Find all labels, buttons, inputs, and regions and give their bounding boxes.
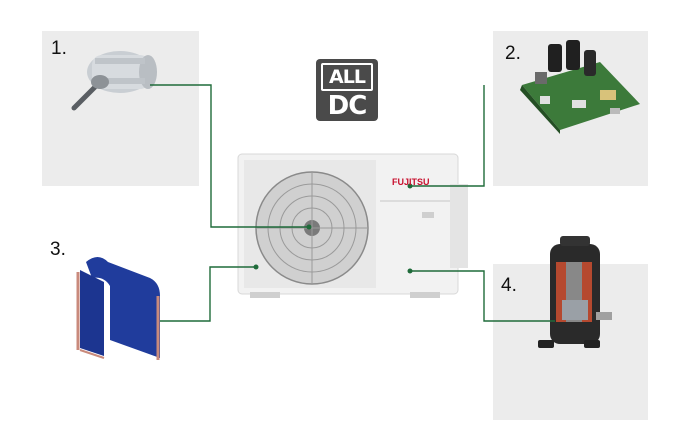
leader-4 (410, 270, 555, 322)
leader-dots (253, 183, 413, 274)
label-4: 4. (501, 275, 517, 296)
badge-line1: ALL (321, 63, 373, 91)
label-3: 3. (50, 239, 66, 260)
label-2: 2. (505, 43, 521, 64)
fan-motor-icon (71, 51, 157, 111)
leader-3 (160, 266, 256, 322)
leader-1 (150, 84, 309, 228)
compressor-icon (538, 236, 612, 348)
leader-2 (410, 85, 485, 187)
outdoor-unit-icon (237, 153, 468, 298)
badge-line2: DC (327, 91, 368, 121)
heat-exchanger-icon (76, 257, 160, 360)
leader-lines (150, 84, 555, 322)
label-1: 1. (51, 38, 67, 59)
all-dc-badge: ALL DC (316, 59, 378, 121)
circuit-board-icon (520, 40, 640, 134)
brand-logo: FUJITSU (392, 177, 430, 187)
